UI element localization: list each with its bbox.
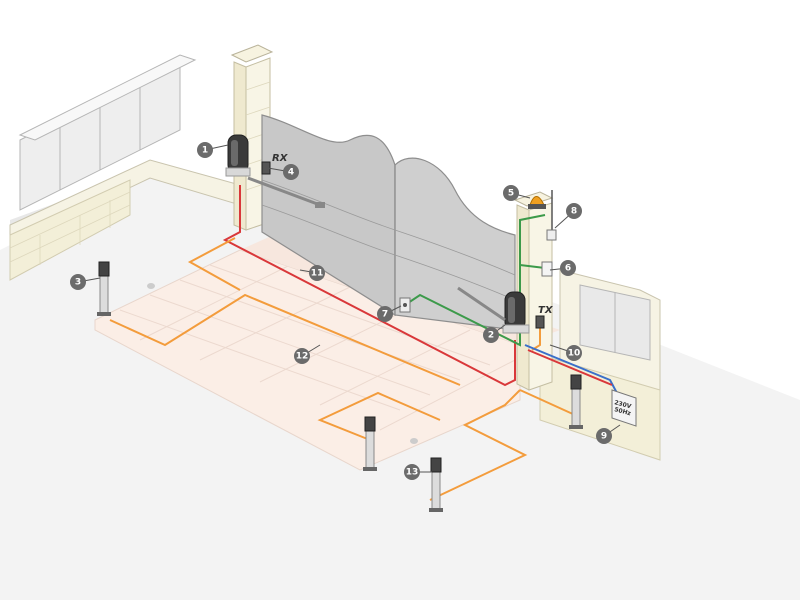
cable-orange-main: [109, 293, 461, 386]
callout-badge-3: [70, 274, 86, 290]
callout-number-2: 2: [488, 331, 494, 341]
callout-badge-9: [596, 428, 612, 444]
callout-badge-13: [404, 464, 420, 480]
cable-orange-front: [317, 391, 441, 441]
photocell-tx: [535, 315, 545, 329]
callout-number-13: 13: [406, 468, 419, 478]
photocell-column-front: [363, 416, 377, 471]
cable-red: [222, 185, 516, 387]
callout-badge-1: [197, 142, 213, 158]
callout-badge-2: [483, 327, 499, 343]
callout-number-5: 5: [508, 189, 514, 199]
left-wall: [9, 54, 241, 281]
left-pillar: [230, 44, 274, 231]
callout-number-3: 3: [75, 278, 81, 288]
cable-orange-right: [519, 389, 576, 416]
callout-badge-4: [283, 164, 299, 180]
right-wall: [513, 191, 661, 461]
key-selector: [399, 297, 411, 313]
callout-number-6: 6: [565, 264, 571, 274]
right-motor: [457, 286, 530, 334]
callout-number-1: 1: [202, 146, 208, 156]
power-supply-box: 230V 50Hz: [611, 389, 637, 427]
gate: [261, 114, 516, 331]
cable-blue: [524, 344, 619, 396]
cables: [109, 185, 619, 501]
ground-marker-left: [147, 283, 155, 289]
rx-label: RX: [272, 153, 289, 164]
callout-badge-8: [566, 203, 582, 219]
antenna: [546, 190, 557, 241]
callout-badge-12: [294, 348, 310, 364]
left-motor: [225, 134, 325, 208]
callout-number-8: 8: [571, 207, 577, 217]
callout-number-4: 4: [288, 168, 294, 178]
photocell-column-left: [97, 261, 111, 316]
callout-badge-5: [503, 185, 519, 201]
cable-red-2: [527, 349, 613, 386]
cable-green-2: [519, 264, 546, 269]
ground-marker-front: [410, 438, 418, 444]
callout-number-7: 7: [382, 310, 388, 320]
photocell-column-13: [429, 457, 443, 512]
callout-number-12: 12: [296, 352, 309, 362]
callout-number-11: 11: [311, 269, 324, 279]
callout-badge-7: [377, 306, 393, 322]
power-supply-label-1: 230V: [613, 399, 632, 410]
power-supply-label-2: 50Hz: [613, 406, 632, 417]
callout-badge-11: [309, 265, 325, 281]
flashing-light: [528, 196, 546, 209]
cable-green: [404, 214, 546, 347]
cable-orange-bottom: [429, 389, 528, 501]
callout-badge-10: [566, 345, 582, 361]
callout-badge-6: [560, 260, 576, 276]
cable-orange-left: [187, 237, 241, 291]
photocell-column-right: [569, 374, 583, 429]
tx-label: TX: [538, 305, 554, 316]
callout-number-9: 9: [601, 432, 607, 442]
control-unit: [541, 261, 553, 277]
callout-number-10: 10: [568, 349, 581, 359]
